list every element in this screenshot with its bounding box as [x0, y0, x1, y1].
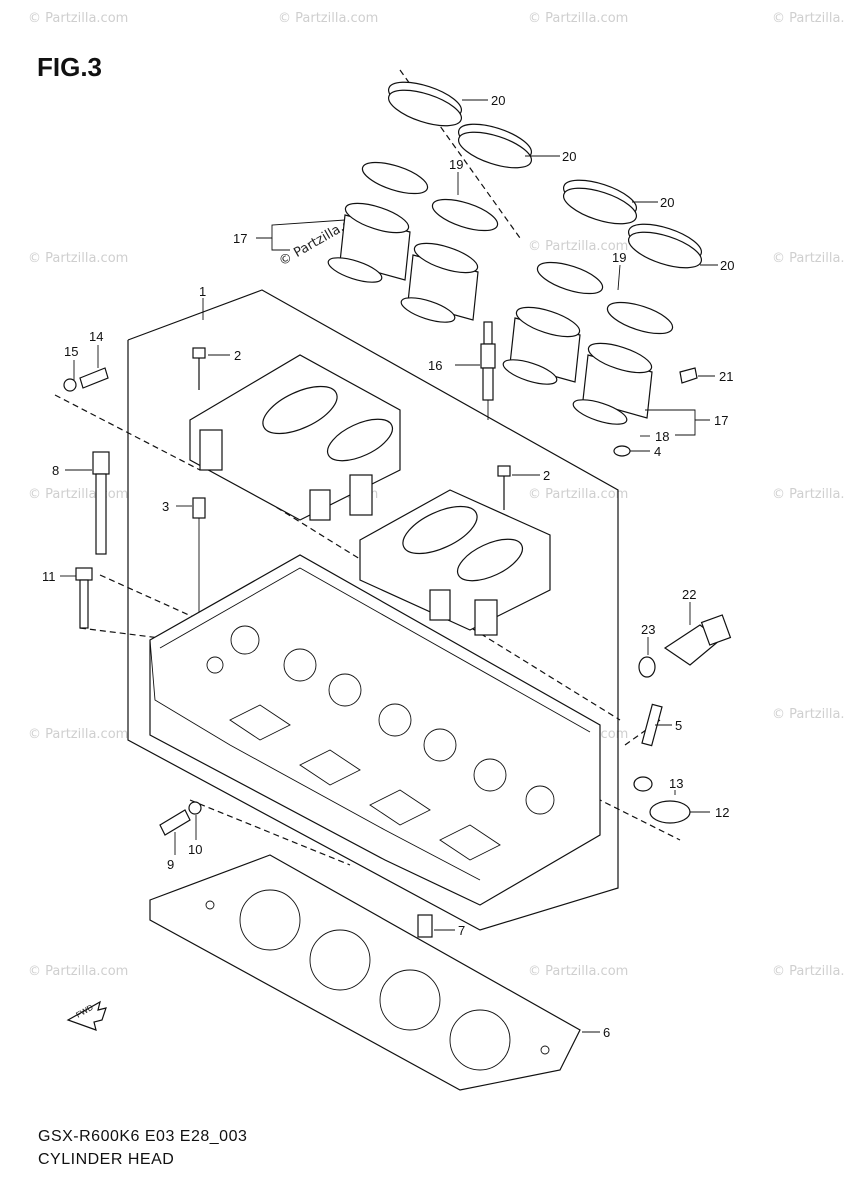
o-ring	[638, 656, 656, 678]
callout-label: 17	[714, 413, 728, 428]
callout-label: 10	[188, 842, 202, 857]
camshaft-journal-holder	[189, 354, 551, 636]
callout-label: 15	[64, 344, 78, 359]
intake-clamp	[536, 261, 604, 295]
watermark: © Partzilla.com	[28, 487, 128, 502]
watermark: © Partzilla.com	[528, 964, 628, 979]
assembly-outline	[127, 289, 619, 931]
fasteners-left	[63, 367, 110, 629]
watermark: © Partzilla.com	[528, 11, 628, 26]
bolt	[497, 465, 511, 477]
dowel	[641, 703, 663, 747]
callout-label: 2	[543, 468, 550, 483]
figure-title: FIG.3	[37, 52, 103, 82]
bolt	[192, 347, 206, 359]
intake-boot-group	[327, 161, 674, 425]
gasket-washer	[613, 445, 631, 457]
cylinder-head-gasket	[149, 854, 581, 1091]
callout-label: 17	[233, 231, 247, 246]
callout-label: 3	[162, 499, 169, 514]
callout-label: 19	[612, 250, 626, 265]
callout-label: 20	[491, 93, 505, 108]
fasteners-upper	[192, 347, 511, 640]
intake-clamp	[606, 301, 674, 335]
watermark: © Partzilla.com	[772, 251, 845, 266]
head-bolt	[92, 451, 110, 475]
callout-label: 7	[458, 923, 465, 938]
watermark: © Partzilla.com	[772, 964, 845, 979]
o-ring	[502, 359, 558, 385]
bolt	[159, 809, 191, 836]
callout-label: 22	[682, 587, 696, 602]
callout-label: 2	[234, 348, 241, 363]
callout-label: 20	[562, 149, 576, 164]
callout-label: 20	[660, 195, 674, 210]
watermark: © Partzilla.com	[278, 11, 378, 26]
callout-label: 1	[199, 284, 206, 299]
diagram-code: GSX-R600K6 E03 E28_003	[38, 1128, 248, 1145]
o-ring	[327, 257, 383, 283]
callout-label: 12	[715, 805, 729, 820]
callout-label: 4	[654, 444, 661, 459]
cylinder-head	[149, 554, 601, 906]
forward-direction-arrow: FWD	[66, 1000, 107, 1031]
washer	[188, 801, 202, 815]
head-bolt	[75, 567, 93, 581]
callout-label: 13	[669, 776, 683, 791]
callout-label: 14	[89, 329, 103, 344]
watermark: © Partzilla.com	[772, 11, 845, 26]
diagram-name: CYLINDER HEAD	[38, 1151, 175, 1168]
fasteners-right	[613, 367, 732, 824]
watermark: © Partzilla.com	[28, 11, 128, 26]
callout-label: 19	[449, 157, 463, 172]
callout-label: 9	[167, 857, 174, 872]
callout-label: 8	[52, 463, 59, 478]
watermark: © Partzilla.com	[772, 707, 845, 722]
watermark: © Partzilla.com	[528, 239, 628, 254]
spark-plug	[480, 321, 496, 420]
fasteners-lower	[159, 801, 433, 938]
washer	[63, 378, 77, 392]
watermark: © Partzilla.com	[28, 251, 128, 266]
callout-label: 21	[719, 369, 733, 384]
o-ring	[400, 297, 456, 323]
watermark: © Partzilla.com	[772, 487, 845, 502]
watermark: © Partzilla.com	[28, 727, 128, 742]
callout-label: 18	[655, 429, 669, 444]
o-ring	[572, 399, 628, 425]
o-ring	[633, 776, 653, 792]
intake-clamp	[431, 198, 499, 232]
watermark: © Partzilla.com	[28, 964, 128, 979]
callout-label: 6	[603, 1025, 610, 1040]
intake-clamp	[361, 161, 429, 195]
callout-label: 5	[675, 718, 682, 733]
dowel-pin	[192, 497, 206, 519]
leader-lines	[60, 99, 718, 1033]
callout-labels: 20 20 20 20 19 19 17 17 18 1 2 2 3 4 5 6…	[42, 93, 734, 1040]
callout-label: 20	[720, 258, 734, 273]
plug-bolt	[79, 367, 109, 389]
watermark: © Partzilla.com	[528, 487, 628, 502]
callout-label: 11	[42, 569, 56, 584]
o-ring	[649, 800, 691, 824]
intake-funnel-group	[388, 81, 702, 269]
dowel-pin	[417, 914, 433, 938]
callout-label: 23	[641, 622, 655, 637]
callout-label: 16	[428, 358, 442, 373]
screw	[679, 367, 698, 384]
